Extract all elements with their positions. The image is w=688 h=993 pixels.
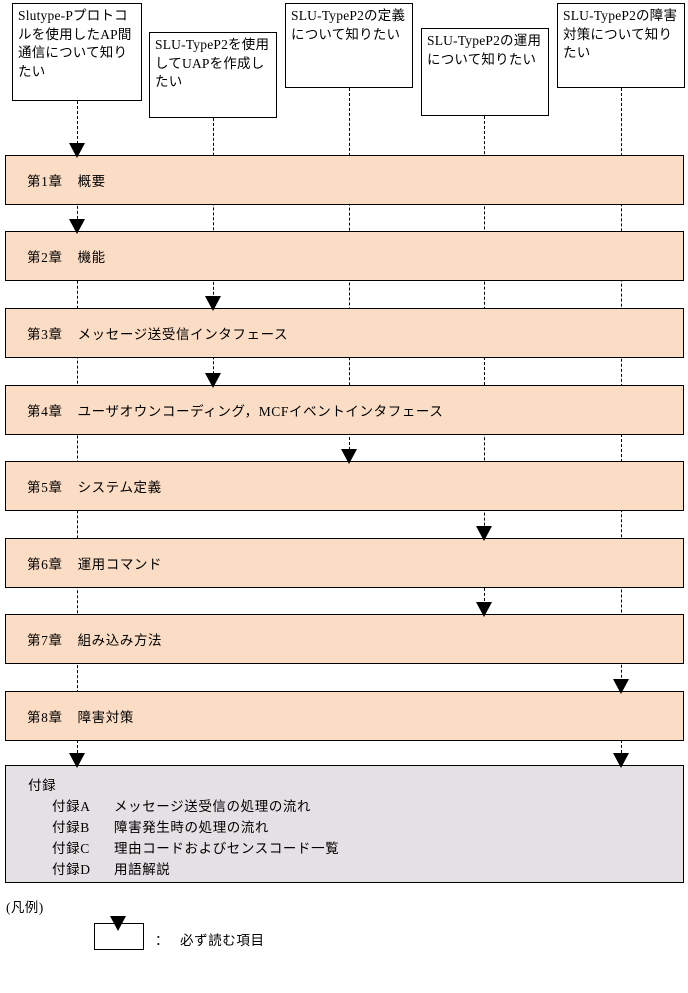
appendix-item-title: メッセージ送受信の処理の流れ: [114, 798, 312, 814]
chapter-number: 第3章: [27, 327, 63, 342]
arrow-into-chapter-7: [476, 602, 492, 617]
arrow-into-chapter-5: [341, 449, 357, 464]
arrow-into-appendix-column-5: [613, 753, 629, 768]
flow-track-column-1: [77, 101, 78, 773]
chapter-number: 第4章: [27, 404, 63, 419]
appendix-item-a[interactable]: 付録A メッセージ送受信の処理の流れ: [52, 797, 683, 818]
chapter-number: 第5章: [27, 480, 63, 495]
chapter-title: システム定義: [77, 480, 162, 495]
arrow-into-chapter-2: [69, 219, 85, 234]
chapter-bar-3[interactable]: 第3章 メッセージ送受信インタフェース: [5, 308, 684, 358]
arrow-into-chapter-1: [69, 143, 85, 158]
arrow-into-chapter-8: [613, 679, 629, 694]
chapter-number: 第6章: [27, 557, 63, 572]
chapter-bar-5[interactable]: 第5章 システム定義: [5, 461, 684, 511]
chapter-bar-4[interactable]: 第4章 ユーザオウンコーディング，MCFイベントインタフェース: [5, 385, 684, 435]
chapter-bar-6[interactable]: 第6章 運用コマンド: [5, 538, 684, 588]
appendix-item-title: 理由コードおよびセンスコード一覧: [114, 840, 340, 856]
chapter-title: 運用コマンド: [77, 557, 163, 572]
appendix-heading: 付録: [28, 778, 57, 793]
question-box-5[interactable]: SLU-TypeP2の障害対策について知りたい: [557, 3, 685, 88]
chapter-number: 第1章: [27, 174, 63, 189]
legend-title: (凡例): [6, 900, 44, 915]
appendix-item-title: 用語解説: [114, 861, 171, 877]
chapter-bar-2[interactable]: 第2章 機能: [5, 231, 684, 281]
legend-colon: ：: [155, 933, 169, 948]
arrow-into-appendix-column-1: [69, 753, 85, 768]
appendix-item-title: 障害発生時の処理の流れ: [114, 819, 270, 835]
question-box-3[interactable]: SLU-TypeP2の定義について知りたい: [285, 3, 413, 88]
chapter-number: 第2章: [27, 250, 63, 265]
question-box-2[interactable]: SLU-TypeP2を使用してUAPを作成したい: [149, 32, 277, 118]
appendix-item-c[interactable]: 付録C 理由コードおよびセンスコード一覧: [52, 839, 683, 860]
appendix-item-d[interactable]: 付録D 用語解説: [52, 860, 683, 881]
flow-track-column-4: [484, 116, 485, 616]
arrow-into-chapter-4: [205, 373, 221, 388]
chapter-title: 障害対策: [77, 710, 134, 725]
legend-description: 必ず読む項目: [180, 933, 265, 948]
chapter-bar-1[interactable]: 第1章 概要: [5, 155, 684, 205]
chapter-number: 第7章: [27, 633, 63, 648]
appendix-item-id: 付録A: [52, 798, 91, 814]
appendix-item-id: 付録D: [52, 861, 91, 877]
legend: (凡例) ： 必ず読む項目: [0, 896, 688, 993]
appendix-item-b[interactable]: 付録B 障害発生時の処理の流れ: [52, 818, 683, 839]
appendix-block[interactable]: 付録 付録A メッセージ送受信の処理の流れ 付録B 障害発生時の処理の流れ 付録C 理…: [5, 765, 684, 883]
chapter-title: 概要: [77, 174, 106, 189]
chapter-bar-8[interactable]: 第8章 障害対策: [5, 691, 684, 741]
chapter-title: メッセージ送受信インタフェース: [77, 327, 289, 342]
chapter-number: 第8章: [27, 710, 63, 725]
arrow-into-chapter-3: [205, 296, 221, 311]
question-box-4[interactable]: SLU-TypeP2の運用について知りたい: [421, 28, 549, 116]
chapter-bar-7[interactable]: 第7章 組み込み方法: [5, 614, 684, 664]
appendix-item-id: 付録C: [52, 840, 90, 856]
appendix-item-id: 付録B: [52, 819, 90, 835]
chapter-title: 組み込み方法: [77, 633, 163, 648]
chapter-title: 機能: [77, 250, 106, 265]
arrow-into-chapter-6: [476, 526, 492, 541]
question-box-1[interactable]: Slutype-Pプロトコルを使用したAP間通信について知りたい: [12, 3, 142, 101]
legend-sample-box: [94, 923, 144, 950]
chapter-title: ユーザオウンコーディング，MCFイベントインタフェース: [77, 404, 444, 419]
down-triangle-arrow-icon: [110, 916, 126, 931]
